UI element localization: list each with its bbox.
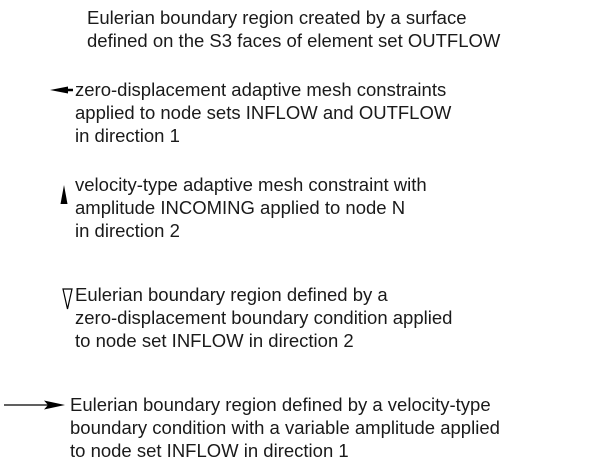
legend-line: velocity-type adaptive mesh constraint w… [75,174,427,195]
legend-line: amplitude INCOMING applied to node N [75,197,406,218]
legend-line: to node set INFLOW in direction 2 [75,330,354,351]
legend-line: boundary condition with a variable ampli… [70,417,500,438]
up-pointing-filled-arrowhead-icon [60,185,68,204]
legend-text: Eulerian boundary region defined by a ve… [70,393,500,462]
legend-line: Eulerian boundary region created by a su… [87,7,467,28]
legend-text: Eulerian boundary region defined by a ze… [75,283,452,352]
legend-text: zero-displacement adaptive mesh constrai… [75,78,451,147]
right-pointing-long-arrow-icon [4,400,65,410]
legend-line: applied to node sets INFLOW and OUTFLOW [75,102,452,123]
legend-line: in direction 2 [75,220,180,241]
legend-line: Eulerian boundary region defined by a [75,284,388,305]
down-pointing-open-triangle-icon [62,288,73,310]
left-pointing-filled-arrowhead-icon [50,86,73,94]
legend-line: zero-displacement boundary condition app… [75,307,453,328]
legend-line: Eulerian boundary region defined by a ve… [70,394,491,415]
legend-text: velocity-type adaptive mesh constraint w… [75,173,427,242]
legend-line: in direction 1 [75,125,180,146]
legend-line: to node set INFLOW in direction 1 [70,440,349,461]
legend-text: Eulerian boundary region created by a su… [87,6,500,52]
legend-line: zero-displacement adaptive mesh constrai… [75,79,447,100]
legend-line: defined on the S3 faces of element set O… [87,30,501,51]
